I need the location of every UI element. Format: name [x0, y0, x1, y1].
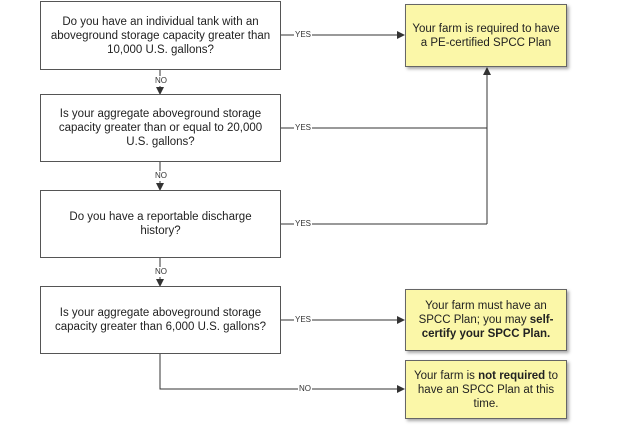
question-box-4: Is your aggregate aboveground storage ca… [40, 286, 281, 354]
label-no-4: NO [298, 384, 312, 394]
question-text-2: Is your aggregate aboveground storage ca… [58, 108, 263, 148]
question-text-1: Do you have an individual tank with an a… [50, 15, 271, 56]
result-box-pe-certified: Your farm is required to have a PE-certi… [405, 4, 567, 67]
label-yes-3: YES [294, 219, 313, 229]
question-box-1: Do you have an individual tank with an a… [40, 1, 281, 70]
label-yes-1: YES [294, 30, 313, 40]
question-text-4: Is your aggregate aboveground storage ca… [55, 307, 266, 333]
connector-q4-no [159, 354, 405, 393]
question-box-2: Is your aggregate aboveground storage ca… [40, 94, 281, 162]
result-text-pe-certified: Your farm is required to have a PE-certi… [412, 22, 560, 49]
label-no-3: NO [154, 267, 168, 277]
result-text-not-required: Your farm is not required to have an SPC… [413, 369, 559, 410]
label-yes-4: YES [294, 315, 313, 325]
question-text-3: Do you have a reportable discharge histo… [69, 211, 252, 237]
label-yes-2: YES [294, 123, 313, 133]
result-box-not-required: Your farm is not required to have an SPC… [405, 360, 567, 419]
label-no-2: NO [154, 171, 168, 181]
label-no-1: NO [154, 76, 168, 86]
result-text-self-certify: Your farm must have an SPCC Plan; you ma… [418, 300, 554, 340]
question-box-3: Do you have a reportable discharge histo… [40, 190, 281, 258]
result-box-self-certify: Your farm must have an SPCC Plan; you ma… [405, 289, 567, 351]
